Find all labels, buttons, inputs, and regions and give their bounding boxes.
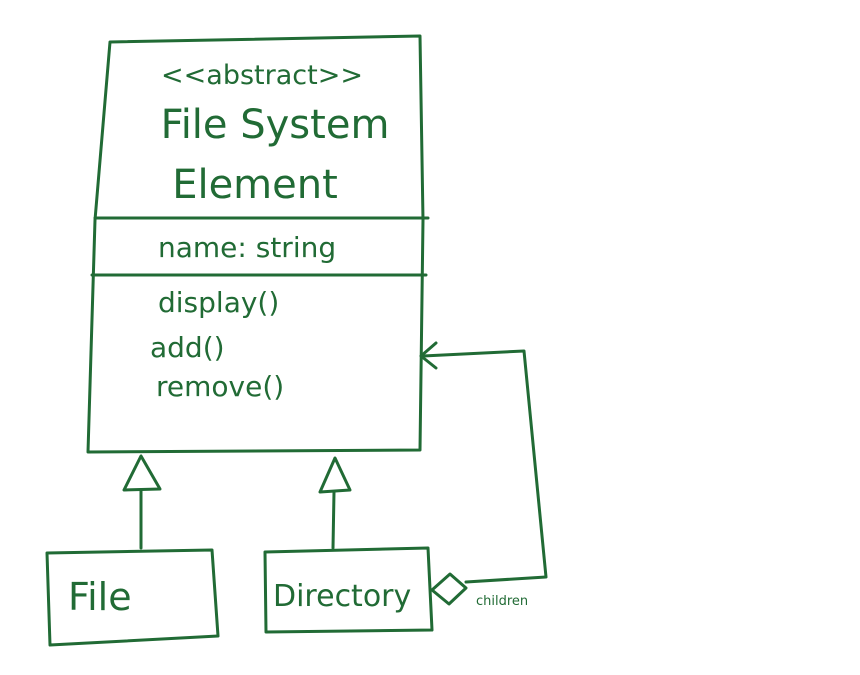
attribute-label: name: string [158,231,336,264]
file-class-box [45,548,220,647]
stereotype-label: <<abstract>> [161,60,363,91]
directory-class-label: Directory [273,579,411,614]
directory-inheritance-arrowhead [318,456,352,494]
file-inheritance-arrowhead [122,454,162,492]
file-class-label: File [68,575,132,619]
aggregation-diamond [430,572,468,606]
method-remove: remove() [156,370,284,403]
aggregation-arrowhead [419,341,438,370]
abstract-class-box [86,34,425,454]
class-name-line-1: File System [161,102,390,148]
directory-inheritance-line [331,490,336,550]
class-name-line-2: Element [172,162,338,208]
directory-class-box [263,546,434,634]
method-add: add() [150,331,225,364]
method-display: display() [158,286,279,319]
aggregation-line [421,349,548,584]
aggregation-label: children [476,594,528,609]
